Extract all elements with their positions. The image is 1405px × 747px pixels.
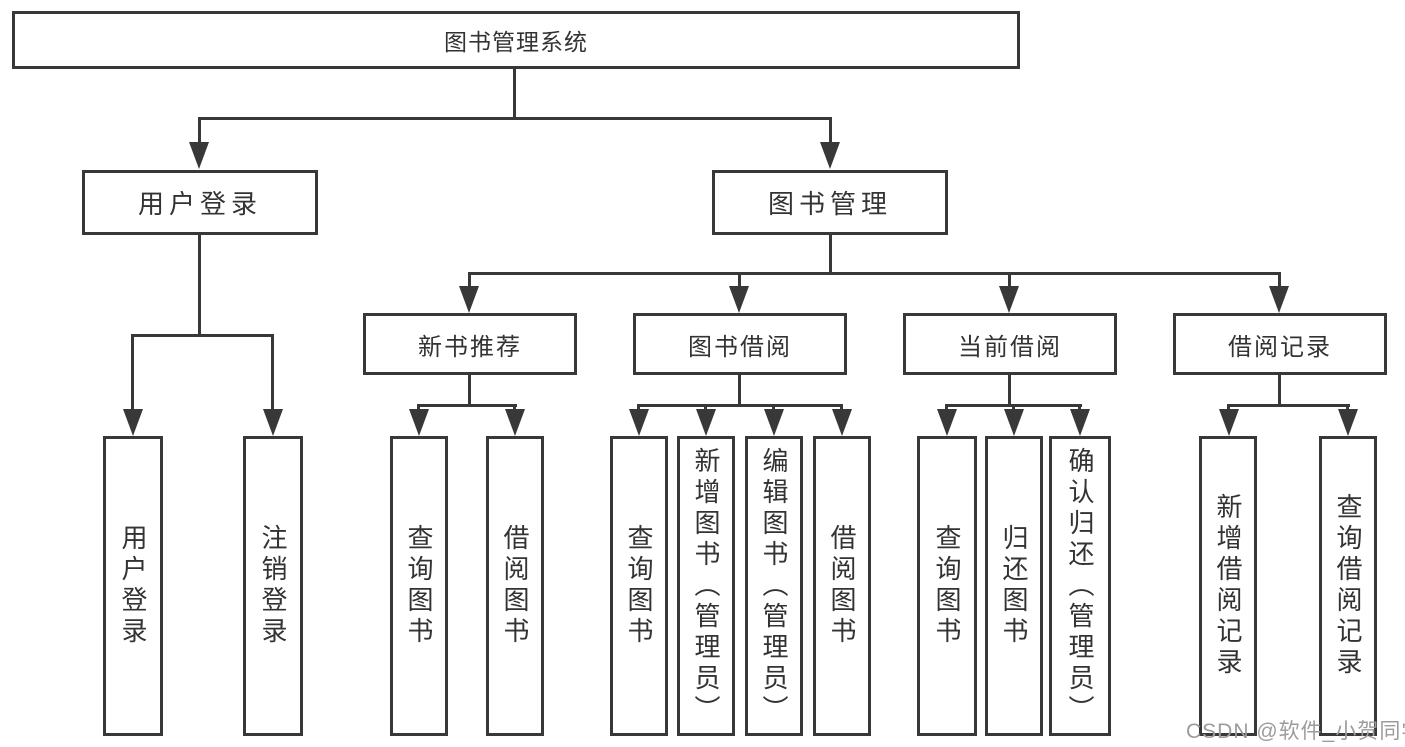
node-user-login: 用户登录 xyxy=(82,170,318,235)
node-label: 查询借阅记录 xyxy=(1333,493,1363,679)
node-label: 注销登录 xyxy=(258,524,288,648)
node-label: 新增借阅记录 xyxy=(1213,493,1243,679)
node-label: 新书推荐 xyxy=(418,333,522,361)
connector-line xyxy=(829,235,832,275)
csdn-watermark: CSDN @软件_小贺同学 xyxy=(1186,720,1405,743)
connector-line xyxy=(829,117,832,145)
node-label: 查询图书 xyxy=(404,524,434,648)
arrow-down-icon xyxy=(1004,409,1024,436)
connector-line xyxy=(513,69,516,119)
connector-line xyxy=(468,272,471,290)
leaf-add-book-admin: 新增图书（管理员） xyxy=(677,436,735,736)
connector-line xyxy=(468,375,471,407)
arrow-down-icon xyxy=(505,409,525,436)
connector-line xyxy=(198,117,832,120)
node-label: 图书管理 xyxy=(767,189,892,219)
leaf-borrow-book-borrow: 借阅图书 xyxy=(813,436,871,736)
node-label: 新增图书（管理员） xyxy=(691,446,721,726)
connector-line xyxy=(1078,404,1081,412)
node-new-book-recommend: 新书推荐 xyxy=(363,313,577,375)
node-root: 图书管理系统 xyxy=(12,11,1020,69)
arrow-down-icon xyxy=(1070,409,1090,436)
connector-line xyxy=(1008,375,1011,407)
connector-line xyxy=(417,404,517,407)
node-label: 借阅图书 xyxy=(827,524,857,648)
leaf-borrow-book-newbook: 借阅图书 xyxy=(486,436,544,736)
connector-line xyxy=(637,404,640,412)
arrow-down-icon xyxy=(189,142,209,169)
leaf-confirm-return-admin: 确认归还（管理员） xyxy=(1049,436,1111,736)
leaf-add-borrow-record: 新增借阅记录 xyxy=(1199,436,1257,736)
connector-line xyxy=(1227,404,1350,407)
arrow-down-icon xyxy=(123,409,143,436)
arrow-down-icon xyxy=(409,409,429,436)
node-label: 用户登录 xyxy=(137,189,262,219)
connector-line xyxy=(840,404,843,412)
node-label: 当前借阅 xyxy=(958,333,1062,361)
node-current-borrow: 当前借阅 xyxy=(903,313,1117,375)
connector-line xyxy=(1227,404,1230,412)
node-label: 归还图书 xyxy=(999,524,1029,648)
arrow-down-icon xyxy=(1269,286,1289,313)
connector-line xyxy=(198,117,201,145)
connector-line xyxy=(1008,272,1011,290)
arrow-down-icon xyxy=(629,409,649,436)
node-book-borrow: 图书借阅 xyxy=(633,313,847,375)
arrow-down-icon xyxy=(459,286,479,313)
connector-line xyxy=(1278,375,1281,407)
leaf-query-borrow-record: 查询借阅记录 xyxy=(1319,436,1377,736)
connector-line xyxy=(704,404,707,412)
leaf-query-book-current: 查询图书 xyxy=(917,436,977,736)
arrow-down-icon xyxy=(999,286,1019,313)
node-label: 查询图书 xyxy=(624,524,654,648)
connector-line xyxy=(945,404,948,412)
leaf-logout: 注销登录 xyxy=(243,436,303,736)
connector-line xyxy=(417,404,420,412)
arrow-down-icon xyxy=(263,409,283,436)
node-label: 借阅记录 xyxy=(1228,333,1332,361)
leaf-query-book-borrow: 查询图书 xyxy=(610,436,668,736)
arrow-down-icon xyxy=(1338,409,1358,436)
node-label: 用户登录 xyxy=(118,524,148,648)
connector-line xyxy=(131,334,134,414)
connector-line xyxy=(1346,404,1349,412)
leaf-query-book-newbook: 查询图书 xyxy=(390,436,448,736)
connector-line xyxy=(738,375,741,407)
leaf-edit-book-admin: 编辑图书（管理员） xyxy=(745,436,803,736)
node-label: 图书管理系统 xyxy=(444,29,588,55)
connector-line xyxy=(772,404,775,412)
node-label: 编辑图书（管理员） xyxy=(759,446,789,726)
node-label: 图书借阅 xyxy=(688,333,792,361)
arrow-down-icon xyxy=(820,142,840,169)
arrow-down-icon xyxy=(729,286,749,313)
connector-line xyxy=(513,404,516,412)
connector-line xyxy=(738,272,741,290)
arrow-down-icon xyxy=(696,409,716,436)
arrow-down-icon xyxy=(764,409,784,436)
leaf-return-book: 归还图书 xyxy=(985,436,1043,736)
leaf-user-login: 用户登录 xyxy=(103,436,163,736)
connector-line xyxy=(1278,272,1281,290)
node-borrow-records: 借阅记录 xyxy=(1173,313,1387,375)
connector-line xyxy=(468,272,1281,275)
connector-line xyxy=(637,404,843,407)
connector-line xyxy=(271,334,274,414)
node-book-management: 图书管理 xyxy=(712,170,948,235)
node-label: 查询图书 xyxy=(932,524,962,648)
arrow-down-icon xyxy=(1219,409,1239,436)
arrow-down-icon xyxy=(832,409,852,436)
node-label: 确认归还（管理员） xyxy=(1065,446,1095,726)
connector-line xyxy=(198,235,201,337)
node-label: 借阅图书 xyxy=(500,524,530,648)
connector-line xyxy=(1012,404,1015,412)
connector-line xyxy=(131,334,274,337)
arrow-down-icon xyxy=(937,409,957,436)
